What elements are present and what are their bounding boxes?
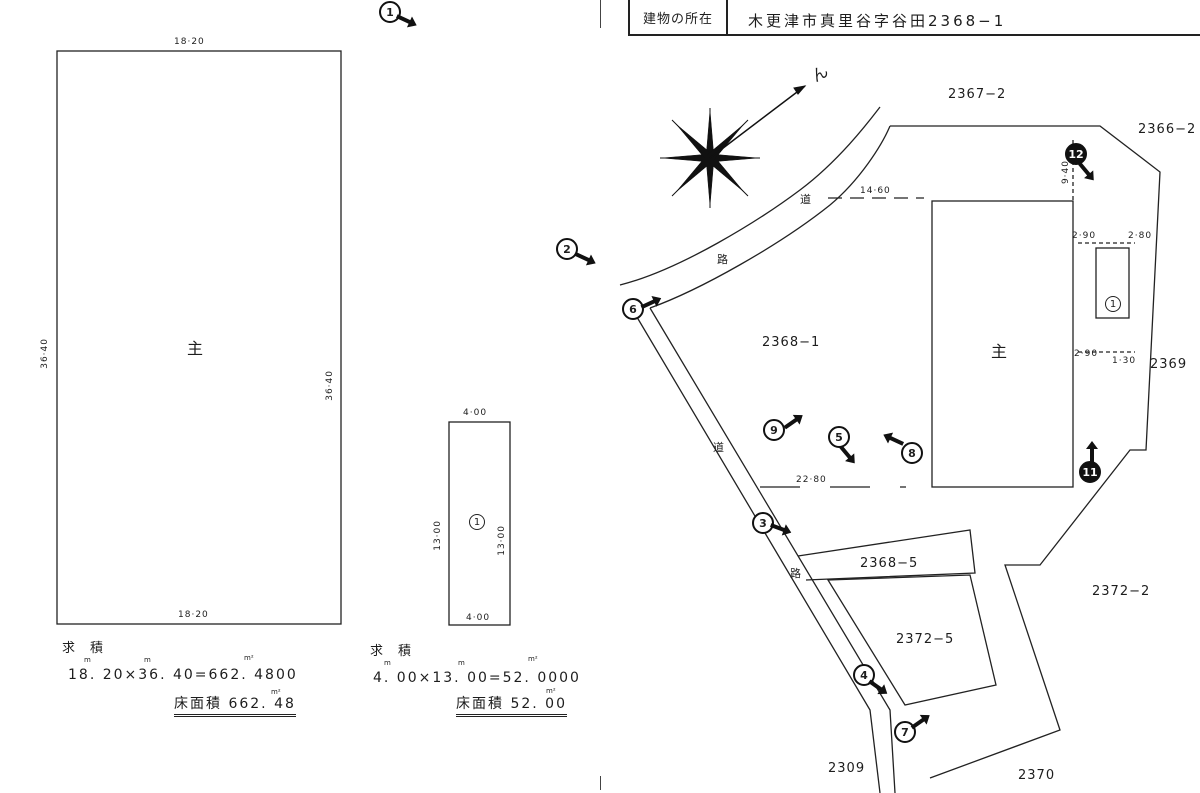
arrow-11-icon bbox=[1083, 441, 1098, 463]
lot-label-2368-1: 2368−1 bbox=[762, 335, 821, 350]
location-header: 建物の所在 木更津市真里谷字谷田2368−1 bbox=[628, 0, 1200, 36]
dim-annex-gap-bottom: 2·90 bbox=[1074, 349, 1099, 359]
road-char-4: 路 bbox=[790, 567, 802, 580]
photo-marker-2[interactable]: 2 bbox=[556, 238, 578, 260]
site-annex-symbol: 1 bbox=[1105, 296, 1121, 312]
main-calc-unit-3: m² bbox=[244, 654, 254, 662]
photo-marker-5[interactable]: 5 bbox=[828, 426, 850, 448]
annex-height-right: 13·00 bbox=[497, 525, 507, 556]
lot-2368-5 bbox=[797, 529, 976, 581]
dim-annex-gap-top: 2·90 bbox=[1072, 231, 1097, 241]
annex-width-bottom: 4·00 bbox=[466, 613, 491, 623]
lot-2372-5 bbox=[826, 574, 997, 706]
main-calc-heading: 求 積 bbox=[62, 641, 105, 656]
photo-marker-3[interactable]: 3 bbox=[752, 512, 774, 534]
location-label: 建物の所在 bbox=[630, 0, 728, 34]
annex-floor-area-value: 52. 00 bbox=[510, 696, 567, 712]
main-calc-unit-2: m bbox=[144, 656, 151, 664]
main-floor-area-value: 662. 48 bbox=[228, 696, 296, 712]
annex-calc-unit-1: m bbox=[384, 659, 391, 667]
site-main-symbol: 主 bbox=[991, 342, 1008, 361]
main-calc-unit-1: m bbox=[84, 656, 91, 664]
lot-label-2372-5: 2372−5 bbox=[896, 632, 955, 647]
main-width-bottom: 18·20 bbox=[178, 610, 209, 620]
annex-symbol: 1 bbox=[469, 514, 485, 530]
arrow-1-icon bbox=[395, 8, 420, 28]
photo-marker-7[interactable]: 7 bbox=[894, 721, 916, 743]
arrow-6-icon bbox=[637, 290, 662, 310]
lot-boundary bbox=[890, 125, 1161, 779]
lot-label-2370: 2370 bbox=[1018, 768, 1056, 783]
arrow-8-icon bbox=[879, 432, 905, 452]
photo-marker-6[interactable]: 6 bbox=[622, 298, 644, 320]
road-char-2: 路 bbox=[717, 253, 729, 266]
lot-label-2368-5: 2368−5 bbox=[860, 556, 919, 571]
site-main-building bbox=[931, 200, 1074, 488]
dim-annex-gap-top-right: 2·80 bbox=[1128, 231, 1153, 241]
photo-marker-4[interactable]: 4 bbox=[853, 664, 875, 686]
dim-top-gap: 14·60 bbox=[860, 186, 891, 196]
annex-floor-area-unit: m² bbox=[546, 687, 556, 695]
annex-calc-unit-2: m bbox=[458, 659, 465, 667]
lot-label-2367-2: 2367−2 bbox=[948, 87, 1007, 102]
lot-label-2309: 2309 bbox=[828, 761, 866, 776]
main-floor-area: 床面積 662. 48 bbox=[174, 697, 296, 717]
main-floor-outline bbox=[56, 50, 342, 625]
lot-label-2372-2: 2372−2 bbox=[1092, 584, 1151, 599]
arrow-2-icon bbox=[574, 246, 599, 266]
photo-marker-9[interactable]: 9 bbox=[763, 419, 785, 441]
photo-marker-11[interactable]: 11 bbox=[1079, 461, 1101, 483]
main-floor-area-unit: m² bbox=[271, 688, 281, 696]
annex-floor-area: 床面積 52. 00 bbox=[456, 697, 567, 717]
site-annex-building bbox=[1095, 247, 1130, 319]
photo-marker-12[interactable]: 12 bbox=[1065, 143, 1087, 165]
annex-calc-unit-3: m² bbox=[528, 655, 538, 663]
annex-floor-area-label: 床面積 bbox=[456, 696, 504, 712]
arrow-7-icon bbox=[907, 708, 932, 730]
road-char-1: 道 bbox=[800, 193, 812, 206]
photo-marker-1[interactable]: 1 bbox=[379, 1, 401, 23]
page-divider-bottom bbox=[600, 776, 601, 790]
dim-bottom-gap: 22·80 bbox=[796, 475, 827, 485]
compass-rose bbox=[660, 85, 807, 208]
main-height-left: 36·40 bbox=[40, 338, 50, 369]
main-width-top: 18·20 bbox=[174, 37, 205, 47]
annex-width-top: 4·00 bbox=[463, 408, 488, 418]
page-divider bbox=[600, 0, 601, 28]
arrow-5-icon bbox=[838, 441, 861, 466]
lot-label-2369: 2369 bbox=[1150, 357, 1188, 372]
annex-calc-heading: 求 積 bbox=[370, 644, 413, 659]
arrow-4-icon bbox=[868, 674, 893, 696]
arrow-3-icon bbox=[769, 517, 795, 536]
road-char-3: 道 bbox=[713, 441, 725, 454]
annex-height-left: 13·00 bbox=[433, 520, 443, 551]
lot-label-2366-2: 2366−2 bbox=[1138, 122, 1197, 137]
road-upper-edge bbox=[619, 106, 881, 286]
main-floor-area-label: 床面積 bbox=[174, 696, 222, 712]
arrow-9-icon bbox=[780, 408, 805, 430]
road-diagonal-right bbox=[649, 307, 896, 793]
annex-calc-formula: 4. 00×13. 00=52. 0000 bbox=[373, 670, 581, 686]
dim-annex-gap-bottom-right: 1·30 bbox=[1112, 356, 1137, 366]
location-value: 木更津市真里谷字谷田2368−1 bbox=[748, 12, 1007, 30]
annex-floor-outline bbox=[448, 421, 511, 626]
main-calc-formula: 18. 20×36. 40=662. 4800 bbox=[68, 667, 298, 683]
main-height-right: 36·40 bbox=[325, 370, 335, 401]
road-diagonal-left bbox=[627, 301, 881, 793]
main-symbol: 主 bbox=[187, 339, 204, 358]
arrow-12-icon bbox=[1077, 158, 1100, 183]
photo-marker-8[interactable]: 8 bbox=[901, 442, 923, 464]
road-upper-edge-2 bbox=[649, 125, 891, 309]
